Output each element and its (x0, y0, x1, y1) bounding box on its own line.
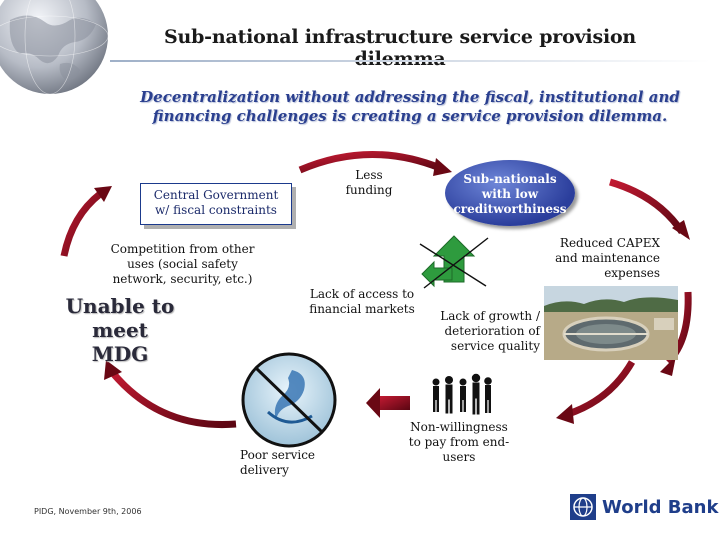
lack-of-growth-label: Lack of growth / deterioration of servic… (425, 309, 540, 354)
subnationals-line-2: with low (481, 187, 539, 201)
arrow-to-non-willingness (566, 360, 636, 418)
slide-subtitle: Decentralization without addressing the … (120, 88, 700, 126)
competition-line-1: Competition from other (110, 242, 255, 256)
poor-service-line-2: delivery (240, 463, 289, 477)
subnationals-ellipse: Sub-nationals with low creditworthiness (445, 160, 575, 226)
subnationals-line-1: Sub-nationals (463, 172, 557, 186)
world-bank-logo-icon (570, 494, 596, 520)
competition-line-3: network, security, etc.) (112, 272, 253, 286)
competition-label: Competition from other uses (social safe… (100, 242, 265, 287)
subnationals-line-3: creditworthiness (453, 202, 567, 216)
arrow-to-central-government (60, 191, 103, 257)
world-bank-logo: World Bank (570, 494, 718, 520)
water-prohibited-icon (241, 352, 337, 448)
world-bank-logo-text: World Bank (602, 496, 719, 518)
green-arrow-icon (419, 235, 489, 289)
arrow-head (556, 404, 574, 424)
competition-line-2: uses (social safety (127, 257, 238, 271)
arrow-head (433, 158, 452, 176)
unable-mdg-line-2: MDG (91, 342, 149, 366)
less-funding-line-1: Less (355, 168, 383, 182)
non-willingness-line-1: Non-willingness (410, 420, 508, 434)
footer-date-note: PIDG, November 9th, 2006 (34, 507, 142, 516)
arrow-head (366, 388, 380, 418)
people-icon (432, 373, 492, 415)
treatment-plant-image (544, 286, 678, 360)
central-government-line-1: Central Government (153, 188, 279, 202)
arrow-head (104, 360, 122, 380)
reduced-capex-line-1: Reduced CAPEX (559, 236, 660, 250)
lack-of-growth-line-3: service quality (450, 339, 540, 353)
reduced-capex-line-2: and maintenance (555, 251, 660, 265)
poor-service-line-1: Poor service (240, 448, 316, 462)
arrow-head (94, 186, 112, 202)
arrow-to-unable-mdg (109, 369, 237, 429)
subtitle-line-2: financing challenges is creating a servi… (152, 107, 668, 125)
less-funding-line-2: funding (345, 183, 393, 197)
arrow-head (672, 220, 690, 240)
unable-mdg-label: Unable to meet MDG (36, 294, 204, 366)
non-willingness-label: Non-willingness to pay from end- users (398, 420, 520, 465)
non-willingness-line-3: users (442, 450, 476, 464)
lack-of-growth-line-2: deterioration of (444, 324, 541, 338)
reduced-capex-line-3: expenses (604, 266, 660, 280)
lack-of-growth-line-1: Lack of growth / (440, 309, 540, 323)
arrow-to-poor-service (380, 396, 410, 410)
arrow-to-reduced-capex (609, 178, 685, 234)
title-divider (110, 60, 710, 62)
lack-of-access-line-2: financial markets (309, 302, 415, 316)
slide-title: Sub-national infrastructure service prov… (163, 26, 637, 70)
central-government-line-2: w/ fiscal constraints (155, 203, 277, 217)
central-government-box: Central Government w/ fiscal constraints (140, 183, 292, 225)
globe-icon (0, 0, 109, 95)
subtitle-line-1: Decentralization without addressing the … (140, 88, 680, 106)
less-funding-label: Less funding (330, 168, 408, 198)
reduced-capex-label: Reduced CAPEX and maintenance expenses (545, 236, 660, 281)
arrow-to-subnationals (298, 151, 442, 174)
non-willingness-line-2: to pay from end- (408, 435, 510, 449)
arrow-head (660, 356, 676, 376)
unable-mdg-line-1: Unable to meet (65, 294, 175, 342)
lack-of-access-label: Lack of access to financial markets (302, 287, 422, 317)
poor-service-label: Poor service delivery (240, 448, 340, 478)
lack-of-access-line-1: Lack of access to (309, 287, 415, 301)
